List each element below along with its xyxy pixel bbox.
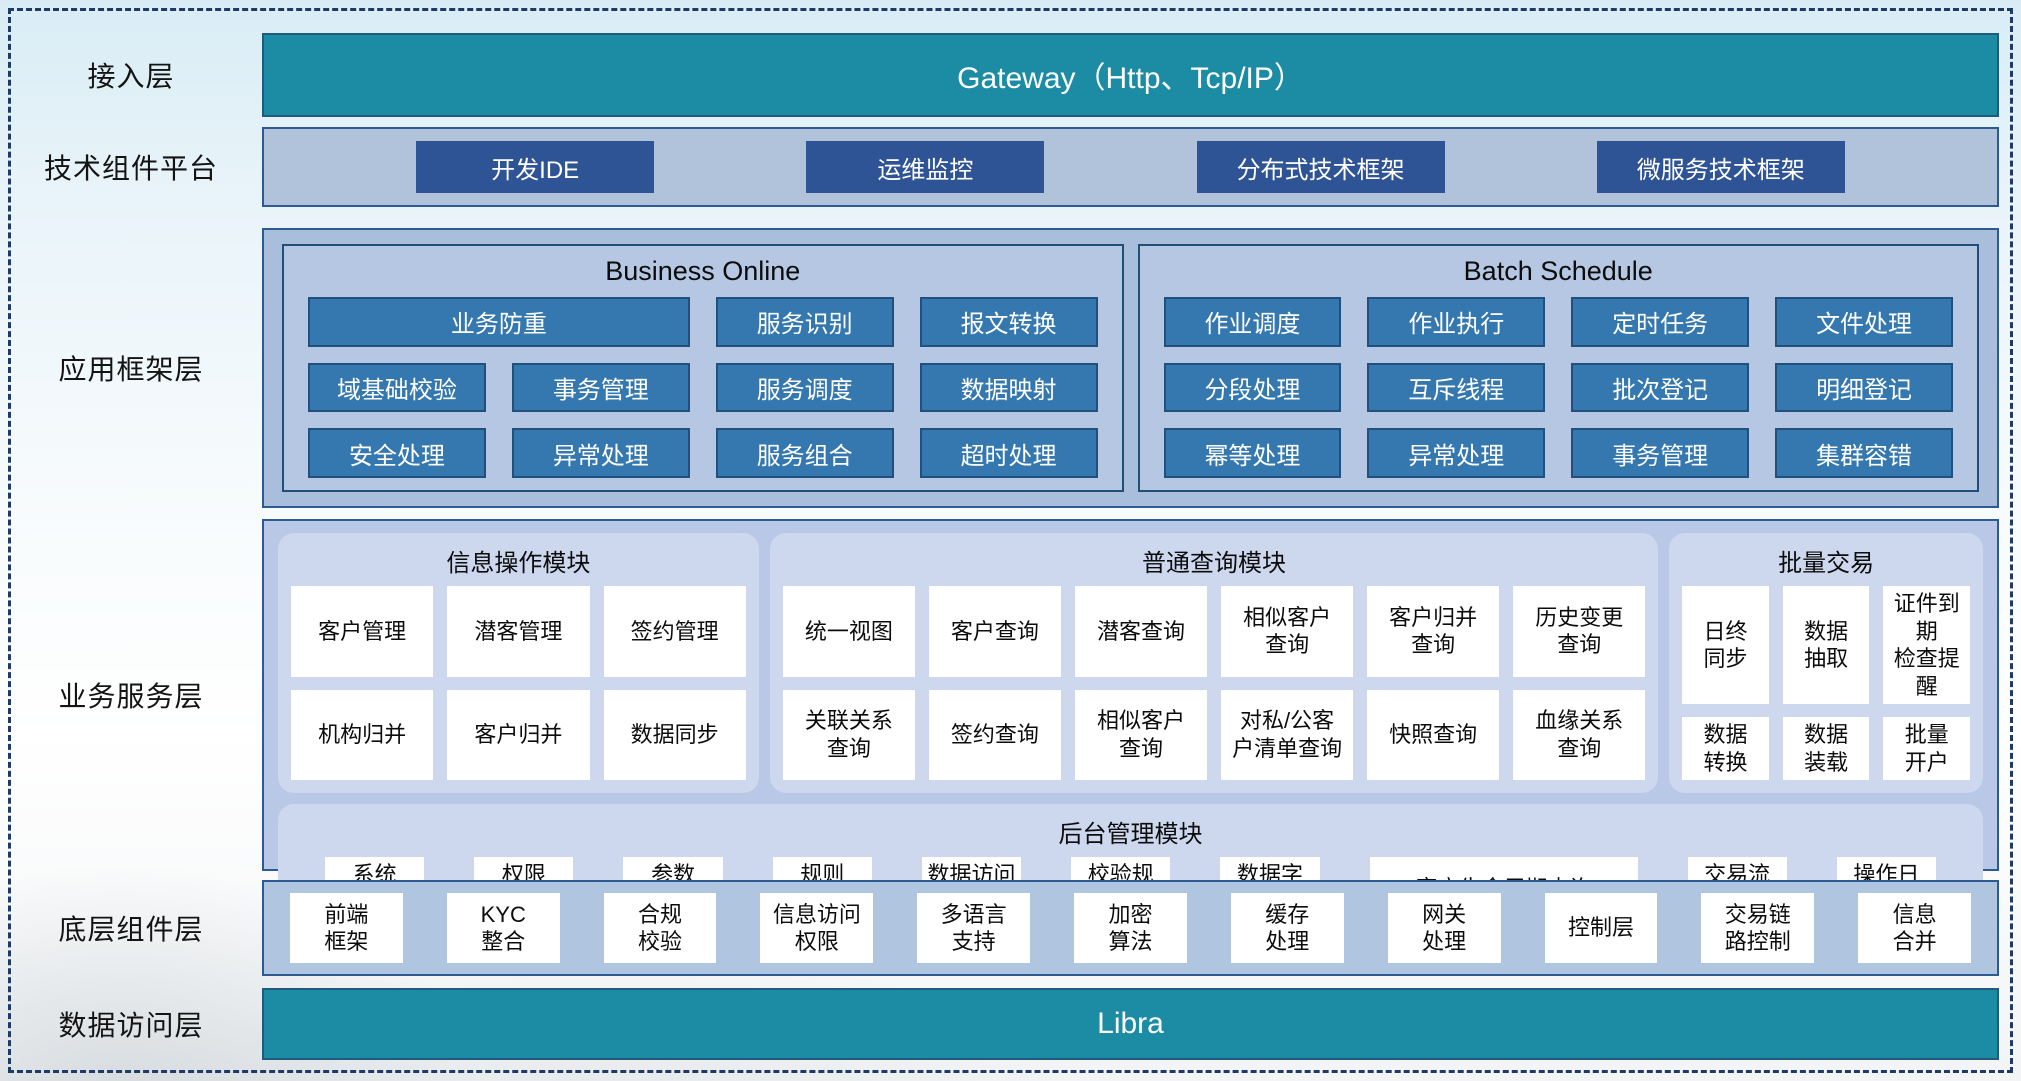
service-cell: 批量 开户 xyxy=(1883,717,1970,780)
business-service-row: 业务服务层 信息操作模块 客户管理潜客管理签约管理机构归并客户归并数据同步 普通… xyxy=(0,519,1999,933)
base-components-row: 底层组件层 前端 框架 KYC 整合合规 校验信息访问 权限多语言 支持加密 算法… xyxy=(0,880,1999,976)
framework-button: 集群容错 xyxy=(1775,428,1953,478)
service-cell: 对私/公客 户清单查询 xyxy=(1221,689,1354,780)
framework-button: 作业执行 xyxy=(1367,297,1546,347)
service-cell: 客户归并 查询 xyxy=(1367,586,1500,677)
app-framework-label: 应用框架层 xyxy=(58,354,204,385)
service-cell: 客户归并 xyxy=(447,689,590,780)
tech-platform-row: 技术组件平台 开发IDE 运维监控 分布式技术框架 微服务技术框架 xyxy=(0,127,1999,207)
framework-button: 幂等处理 xyxy=(1163,428,1342,478)
framework-button: 事务管理 xyxy=(511,362,690,413)
tech-platform-label: 技术组件平台 xyxy=(43,153,218,184)
tech-component-button: 开发IDE xyxy=(416,141,655,193)
framework-button: 分段处理 xyxy=(1163,362,1342,413)
framework-button: 域基础校验 xyxy=(308,362,486,413)
common-query-title: 普通查询模块 xyxy=(1142,550,1287,577)
service-cell: 日终 同步 xyxy=(1682,586,1769,704)
business-service-container: 信息操作模块 客户管理潜客管理签约管理机构归并客户归并数据同步 普通查询模块 统… xyxy=(262,519,1999,933)
base-component-cell: 控制层 xyxy=(1544,893,1658,963)
batch-trade-module: 批量交易 日终 同步数据 抽取证件到期 检查提醒数据 转换数据 装载批量 开户 xyxy=(1669,533,1983,793)
business-service-label: 业务服务层 xyxy=(58,681,204,712)
framework-button: 报文转换 xyxy=(919,297,1098,347)
base-components-label: 底层组件层 xyxy=(58,914,204,945)
tech-component-button: 分布式技术框架 xyxy=(1196,141,1445,193)
tech-component-button: 运维监控 xyxy=(806,141,1045,193)
tech-component-button: 微服务技术框架 xyxy=(1596,141,1845,193)
base-component-cell: 网关 处理 xyxy=(1387,893,1501,963)
service-cell: 快照查询 xyxy=(1367,689,1500,780)
framework-button: 服务识别 xyxy=(715,297,894,347)
framework-button: 服务调度 xyxy=(715,362,894,413)
service-cell: 客户查询 xyxy=(928,586,1061,677)
business-online-title: Business Online xyxy=(605,256,801,286)
batch-schedule-title: Batch Schedule xyxy=(1463,256,1653,286)
service-cell: 签约查询 xyxy=(928,689,1061,780)
service-cell: 数据同步 xyxy=(603,689,746,780)
data-access-label: 数据访问层 xyxy=(58,1010,204,1041)
app-framework-container: Business Online 业务防重服务识别报文转换域基础校验事务管理服务调… xyxy=(262,228,1999,508)
service-cell: 证件到期 检查提醒 xyxy=(1883,586,1970,704)
service-cell: 签约管理 xyxy=(603,586,746,677)
gateway-bar: Gateway（Http、Tcp/IP） xyxy=(262,33,1999,117)
batch-schedule-grid: 作业调度作业执行定时任务文件处理分段处理互斥线程批次登记明细登记幂等处理异常处理… xyxy=(1156,297,1962,478)
info-operation-module: 信息操作模块 客户管理潜客管理签约管理机构归并客户归并数据同步 xyxy=(278,533,759,793)
framework-button: 作业调度 xyxy=(1163,297,1342,347)
service-cell: 数据 抽取 xyxy=(1782,586,1870,704)
data-access-row: 数据访问层 Libra xyxy=(0,988,1999,1060)
framework-button: 批次登记 xyxy=(1571,362,1750,413)
service-cell: 数据 装载 xyxy=(1782,717,1870,780)
access-layer-label: 接入层 xyxy=(87,61,175,92)
info-operation-grid: 客户管理潜客管理签约管理机构归并客户归并数据同步 xyxy=(291,586,746,780)
tech-platform-container: 开发IDE 运维监控 分布式技术框架 微服务技术框架 xyxy=(262,127,1999,207)
service-cell: 相似客户 查询 xyxy=(1221,586,1354,677)
base-component-cell: 交易链 路控制 xyxy=(1701,893,1815,963)
framework-button: 服务组合 xyxy=(715,428,894,478)
business-service-modules: 信息操作模块 客户管理潜客管理签约管理机构归并客户归并数据同步 普通查询模块 统… xyxy=(278,533,1983,793)
framework-button: 异常处理 xyxy=(1367,428,1546,478)
service-cell: 机构归并 xyxy=(291,689,434,780)
service-cell: 潜客管理 xyxy=(447,586,590,677)
base-component-cell: 信息访问 权限 xyxy=(760,893,874,963)
base-component-cell: 缓存 处理 xyxy=(1230,893,1344,963)
base-components-container: 前端 框架 KYC 整合合规 校验信息访问 权限多语言 支持加密 算法缓存 处理网… xyxy=(262,880,1999,976)
common-query-grid: 统一视图客户查询潜客查询相似客户 查询客户归并 查询历史变更 查询关联关系 查询… xyxy=(782,586,1646,780)
base-component-cell: 加密 算法 xyxy=(1074,893,1187,963)
service-cell: 关联关系 查询 xyxy=(782,689,915,780)
service-cell: 统一视图 xyxy=(782,586,915,677)
batch-schedule-panel: Batch Schedule 作业调度作业执行定时任务文件处理分段处理互斥线程批… xyxy=(1137,244,1979,492)
framework-button: 数据映射 xyxy=(919,362,1098,413)
service-cell: 相似客户 查询 xyxy=(1074,689,1208,780)
common-query-module: 普通查询模块 统一视图客户查询潜客查询相似客户 查询客户归并 查询历史变更 查询… xyxy=(769,533,1659,793)
access-layer-row: 接入层 Gateway（Http、Tcp/IP） xyxy=(0,33,1999,117)
service-cell: 血缘关系 查询 xyxy=(1513,689,1646,780)
framework-button: 业务防重 xyxy=(308,297,690,347)
admin-module-title: 后台管理模块 xyxy=(1058,821,1203,848)
framework-button: 安全处理 xyxy=(308,428,486,478)
app-framework-row: 应用框架层 Business Online 业务防重服务识别报文转换域基础校验事… xyxy=(0,228,1999,508)
business-online-panel: Business Online 业务防重服务识别报文转换域基础校验事务管理服务调… xyxy=(282,244,1124,492)
batch-trade-title: 批量交易 xyxy=(1778,550,1875,577)
base-component-cell: 信息 合并 xyxy=(1858,893,1971,963)
framework-button: 超时处理 xyxy=(919,428,1098,478)
framework-button: 互斥线程 xyxy=(1367,362,1546,413)
libra-bar: Libra xyxy=(262,988,1999,1060)
base-component-cell: 合规 校验 xyxy=(603,893,717,963)
base-component-cell: 多语言 支持 xyxy=(917,893,1031,963)
service-cell: 历史变更 查询 xyxy=(1513,586,1646,677)
framework-button: 明细登记 xyxy=(1775,362,1953,413)
service-cell: 潜客查询 xyxy=(1074,586,1208,677)
info-operation-title: 信息操作模块 xyxy=(446,550,591,577)
batch-trade-grid: 日终 同步数据 抽取证件到期 检查提醒数据 转换数据 装载批量 开户 xyxy=(1682,586,1970,780)
service-cell: 数据 转换 xyxy=(1682,717,1769,780)
base-component-cell: KYC 整合 xyxy=(446,893,560,963)
framework-button: 事务管理 xyxy=(1571,428,1750,478)
service-cell: 客户管理 xyxy=(291,586,434,677)
business-online-grid: 业务防重服务识别报文转换域基础校验事务管理服务调度数据映射安全处理异常处理服务组… xyxy=(300,297,1106,478)
base-component-cell: 前端 框架 xyxy=(290,893,403,963)
framework-button: 文件处理 xyxy=(1775,297,1953,347)
framework-button: 异常处理 xyxy=(511,428,690,478)
framework-button: 定时任务 xyxy=(1571,297,1750,347)
